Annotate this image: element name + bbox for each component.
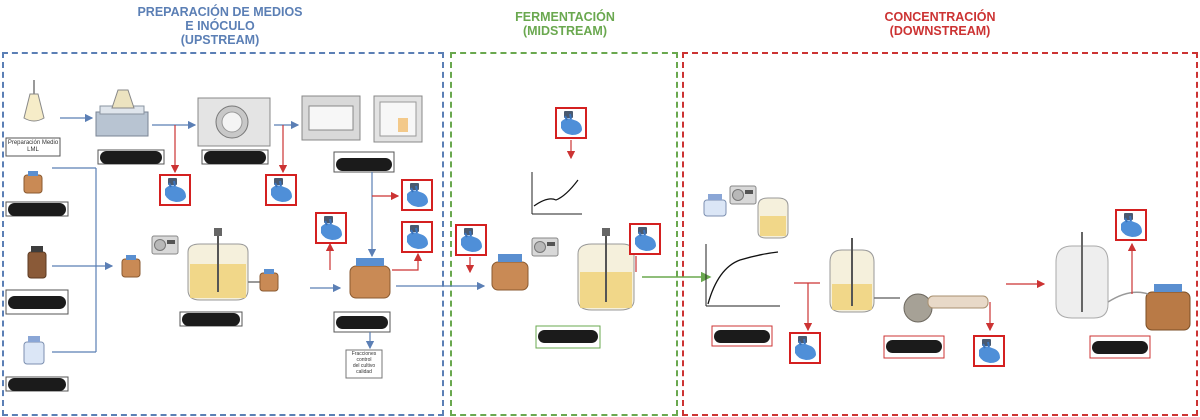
bottle-icon	[1145, 284, 1191, 331]
fracciones-label: Fracciones control del cultivo calidad	[351, 351, 377, 375]
bottle-icon	[703, 194, 727, 217]
growth-curve-icon	[705, 244, 780, 307]
quality-check-icon	[401, 221, 433, 253]
upstream-stage-title: PREPARACIÓN DE MEDIOS E INÓCULO (UPSTREA…	[137, 5, 303, 47]
bioreactor-icon	[577, 228, 635, 311]
pump-icon	[531, 237, 559, 257]
quality-check-icon	[265, 174, 297, 206]
quality-check-icon	[1115, 209, 1147, 241]
quality-check-icon	[629, 223, 661, 255]
centrifuge-icon	[903, 293, 989, 323]
bottle-icon	[23, 170, 43, 194]
pump-icon	[729, 185, 757, 205]
downstream-stage-title: CONCENTRACIÓN (DOWNSTREAM)	[884, 10, 996, 38]
label-redacted	[8, 203, 66, 216]
quality-check-icon	[401, 179, 433, 211]
water-bath-icon	[95, 89, 149, 137]
bottle-icon	[491, 254, 529, 291]
bottle-icon	[23, 336, 45, 365]
quality-check-icon	[455, 224, 487, 256]
label-redacted	[714, 330, 770, 343]
bioreactor-icon	[757, 197, 789, 239]
bottle-icon	[121, 254, 141, 278]
label-redacted	[8, 378, 66, 391]
midstream-stage-title: FERMENTACIÓN (MIDSTREAM)	[515, 10, 615, 38]
label-redacted	[204, 151, 266, 164]
autoclave-icon	[197, 97, 271, 147]
upstream-zone	[2, 52, 444, 416]
label-redacted	[182, 313, 240, 326]
label-redacted	[100, 151, 162, 164]
bottle-icon	[27, 246, 47, 279]
quality-check-icon	[315, 212, 347, 244]
label-redacted	[1092, 341, 1148, 354]
bioreactor-icon	[187, 228, 249, 301]
label-redacted	[336, 316, 388, 329]
downstream-zone	[682, 52, 1198, 416]
label-redacted	[538, 330, 598, 343]
quality-check-icon	[973, 335, 1005, 367]
flask-icon	[23, 80, 45, 122]
quality-check-icon	[159, 174, 191, 206]
label-redacted	[886, 340, 942, 353]
bottle-icon	[259, 268, 279, 292]
medio-label: Preparación Medio LML	[7, 140, 59, 153]
incubator-icon	[373, 95, 423, 143]
quality-check-icon	[789, 332, 821, 364]
label-redacted	[336, 158, 392, 171]
growth-curve-icon	[531, 172, 582, 215]
medio-label-box	[5, 137, 61, 157]
bioreactor-icon	[1055, 232, 1109, 319]
biosafety-cabinet-icon	[301, 95, 361, 141]
pump-icon	[151, 235, 179, 255]
bottle-icon	[349, 258, 391, 299]
bioreactor-icon	[829, 238, 875, 313]
label-redacted	[8, 296, 66, 309]
midstream-zone	[450, 52, 678, 416]
quality-check-icon	[555, 107, 587, 139]
